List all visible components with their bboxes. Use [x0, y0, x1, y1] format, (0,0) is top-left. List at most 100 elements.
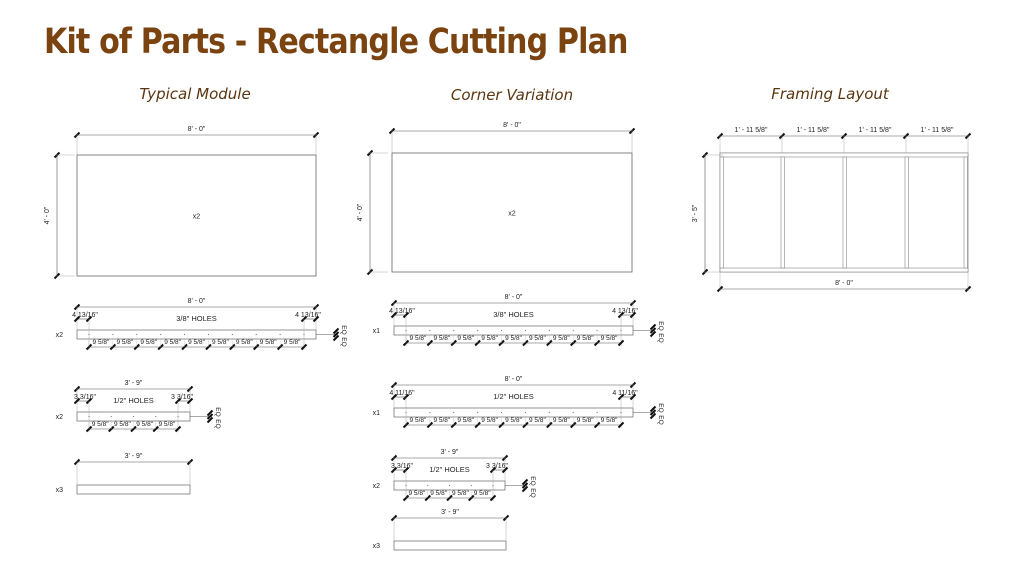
dimension-tick [206, 413, 214, 420]
hole-spacing-label: 9 5/8" [505, 335, 522, 342]
sheet-panel [391, 152, 633, 273]
hole-spacing-label: 9 5/8" [457, 417, 474, 424]
dimension-tick [521, 478, 529, 486]
hole-marker [620, 329, 622, 332]
strip-quantity: x1 [373, 410, 381, 417]
eq-label: EQ [529, 488, 536, 497]
end-offset-label: 4 13/16" [295, 312, 321, 319]
hole-spacing-label: 9 5/8" [529, 417, 546, 424]
hole-marker [453, 411, 455, 414]
hole-spacing-label: 9 5/8" [474, 490, 491, 497]
hole-marker [279, 333, 281, 336]
hole-spacing-label: 9 5/8" [408, 490, 425, 497]
framing-layout-heading: Framing Layout [771, 85, 889, 103]
dimension-tick [649, 405, 657, 413]
hole-marker [110, 415, 112, 418]
strip-quantity: x3 [56, 487, 64, 494]
end-offset-label: 3 3/16" [74, 394, 96, 401]
hole-spacing-label: 9 5/8" [553, 335, 570, 342]
dimension-tick [521, 482, 529, 489]
dimension-tick [390, 311, 398, 319]
hole-marker [136, 333, 138, 336]
panel-width-dimension: 8' - 0" [503, 122, 521, 129]
hole-marker [470, 484, 472, 487]
strip-quantity: x2 [56, 414, 64, 421]
hole-spacing-label: 9 5/8" [553, 417, 570, 424]
dimension-tick [617, 421, 625, 429]
hole-marker [231, 333, 233, 336]
hole-marker [596, 411, 598, 414]
hole-spacing-label: 9 5/8" [260, 339, 277, 346]
panel-width-dimension: 8' - 0" [188, 126, 206, 133]
bay-width-label: 1' - 11 5/8" [797, 127, 830, 134]
strip-length-dimension: 3' - 9" [125, 453, 143, 460]
dimension-tick [617, 339, 625, 347]
dimension-tick [489, 494, 497, 502]
hole-spacing-label: 9 5/8" [505, 417, 522, 424]
hole-marker [572, 411, 574, 414]
hole-marker [548, 411, 550, 414]
strip-quantity: x1 [373, 328, 381, 335]
hole-marker [207, 333, 210, 336]
hole-spacing-label: 9 5/8" [430, 490, 447, 497]
dimension-tick [206, 409, 214, 417]
end-offset-label: 4 13/16" [72, 312, 98, 319]
eq-label: EQ [214, 407, 221, 416]
hole-spacing-label: 9 5/8" [481, 417, 498, 424]
eq-label: EQ [657, 415, 664, 424]
hole-spacing-label: 9 5/8" [529, 335, 546, 342]
panel-height-dimension: 4' - 0" [357, 203, 364, 221]
holes-label: 1/2" HOLES [493, 392, 534, 401]
eq-label: EQ [340, 337, 347, 346]
hole-spacing-label: 9 5/8" [236, 339, 253, 346]
hole-spacing-label: 9 5/8" [140, 339, 157, 346]
hole-spacing-label: 9 5/8" [284, 339, 301, 346]
hole-marker [255, 333, 257, 336]
hole-marker [183, 333, 186, 336]
hole-spacing-label: 9 5/8" [188, 339, 205, 346]
dimension-tick [174, 425, 182, 433]
holes-label: 1/2" HOLES [113, 396, 154, 405]
end-offset-label: 3 3/16" [486, 463, 508, 470]
strip-quantity: x3 [373, 543, 381, 550]
stud [842, 156, 847, 269]
hole-spacing-label: 9 5/8" [433, 417, 450, 424]
hole-spacing-label: 9 5/8" [577, 417, 594, 424]
dimension-tick [390, 466, 398, 474]
hole-spacing-label: 9 5/8" [164, 339, 181, 346]
hole-marker [429, 329, 431, 332]
dimension-tick [649, 409, 657, 416]
panel-quantity: x2 [508, 211, 516, 218]
holes-label: 3/8" HOLES [176, 314, 217, 323]
hole-spacing-label: 9 5/8" [601, 417, 618, 424]
hole-spacing-label: 9 5/8" [452, 490, 469, 497]
dimension-tick [332, 334, 340, 342]
hole-spacing-label: 9 5/8" [92, 421, 109, 428]
hole-marker [548, 329, 550, 332]
stud [904, 156, 909, 269]
dimension-tick [300, 343, 308, 351]
hole-spacing-label: 9 5/8" [601, 335, 618, 342]
top-plate [719, 152, 969, 158]
hole-spacing-label: 9 5/8" [212, 339, 229, 346]
dimension-tick [629, 311, 637, 319]
hole-spacing-label: 9 5/8" [158, 421, 175, 428]
dimension-tick [501, 466, 509, 474]
dimension-tick [649, 323, 657, 331]
typical-module-heading: Typical Module [139, 85, 251, 103]
strip-length-dimension: 3' - 9" [441, 449, 459, 456]
dimension-tick [649, 330, 657, 338]
dimension-tick [649, 412, 657, 420]
corner-variation-heading: Corner Variation [450, 86, 574, 104]
holes-label: 1/2" HOLES [429, 465, 470, 474]
hole-marker [524, 329, 527, 332]
hole-marker [500, 329, 503, 332]
hole-marker [477, 411, 479, 414]
panel-quantity: x2 [193, 214, 201, 221]
strip-board [76, 484, 191, 495]
hole-marker [500, 411, 503, 414]
end-offset-label: 4 11/16" [612, 390, 638, 397]
dimension-tick [206, 416, 214, 424]
hole-marker [620, 411, 622, 414]
hole-marker [405, 329, 407, 332]
